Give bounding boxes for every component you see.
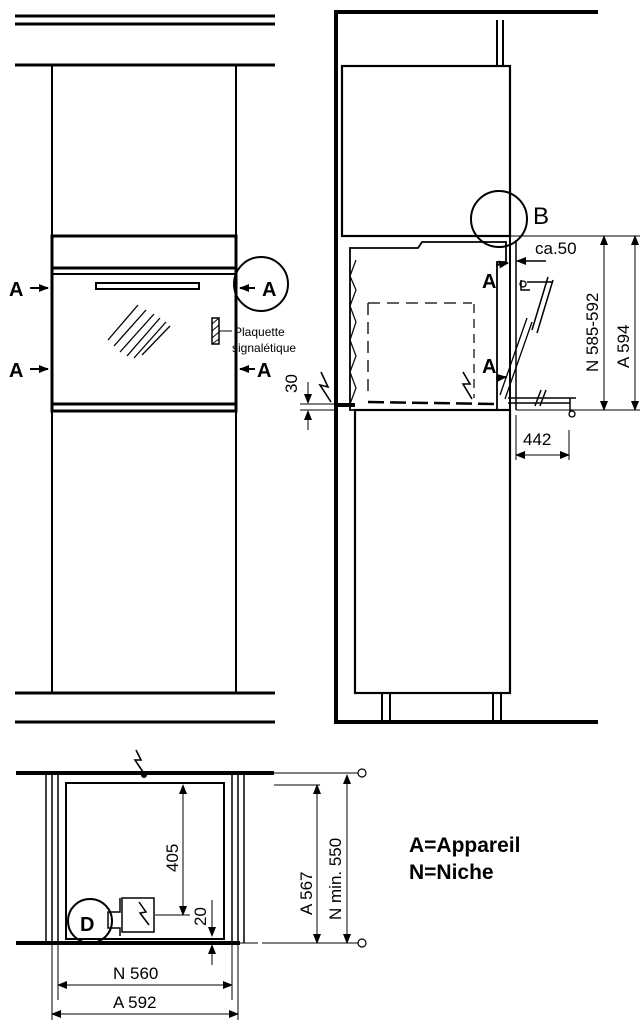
dim-30: 30 [282,374,301,393]
label-b-circle: B [533,203,549,230]
label-plaque-2: signalétique [232,341,296,355]
label-a-left-1: A [9,279,23,301]
label-a-side-1: A [482,271,496,293]
dim-n-560: N 560 [113,964,158,983]
detail-circle-d [67,898,113,944]
side-view [300,10,640,724]
top-view [16,749,367,1020]
dim-a-592: A 592 [113,993,157,1012]
label-d-circle: D [80,914,94,936]
oven-handle [95,282,200,290]
detail-circle-a [233,256,289,312]
detail-circle-b [470,190,528,248]
dim-a-594: A 594 [614,325,633,369]
dim-442: 442 [523,430,551,449]
label-a-right-lower: A [257,360,271,382]
dim-ca50: ca.50 [535,239,577,258]
dim-n-min-550: N min. 550 [326,838,345,920]
dim-405: 405 [163,844,182,872]
label-a-left-2: A [9,360,23,382]
appliance-front [50,234,238,413]
legend-niche: N=Niche [409,861,494,884]
dim-a-567: A 567 [297,872,316,916]
dim-20: 20 [191,907,210,926]
dim-n-585-592: N 585-592 [583,293,602,372]
label-plaque-1: Plaquette [234,325,285,339]
label-a-side-2: A [482,356,496,378]
glass-hatch [107,304,171,359]
front-view [15,14,289,724]
legend-appareil: A=Appareil [409,834,520,857]
label-a-circle: A [262,279,276,301]
